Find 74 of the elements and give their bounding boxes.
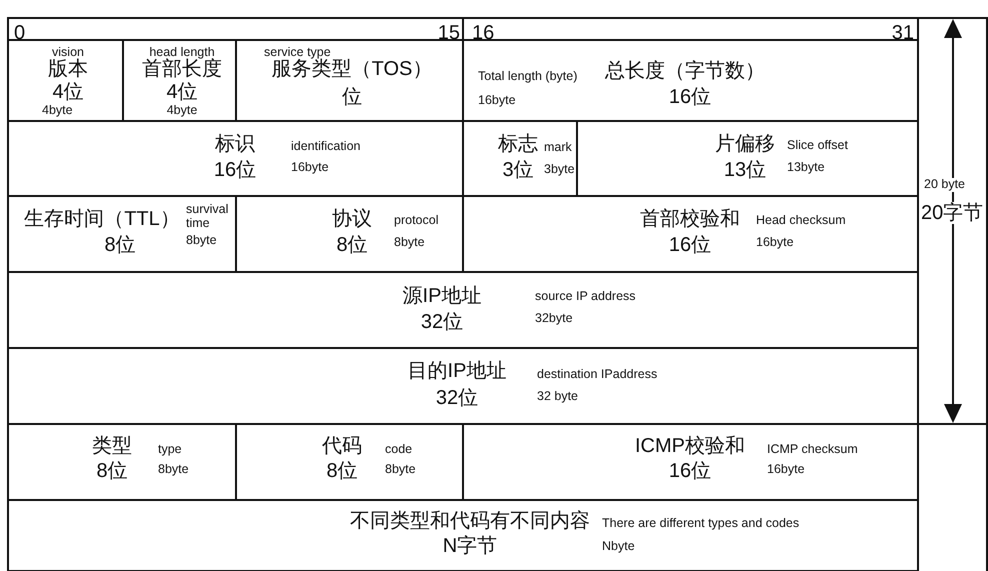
field-name: 协议 xyxy=(332,208,372,230)
field-name: 代码 xyxy=(322,435,362,457)
byte-count: 3byte xyxy=(544,163,575,177)
english-name: protocol xyxy=(394,214,438,228)
field-name: 版本 xyxy=(48,58,88,80)
header-cell xyxy=(7,17,464,41)
bit-count: 8位 xyxy=(96,460,128,482)
english-name: destination IPaddress xyxy=(537,368,658,382)
dimension-label: 20字节 xyxy=(921,202,984,224)
field-name: 标志 xyxy=(498,133,538,155)
bit-position: 31 xyxy=(892,22,914,44)
byte-count: 4byte xyxy=(166,104,198,118)
bit-count: 16位 xyxy=(668,234,712,256)
dimension-label: 20 byte xyxy=(924,178,966,192)
english-name: code xyxy=(385,443,412,457)
bit-count: 位 xyxy=(342,86,362,108)
byte-count: 8byte xyxy=(394,236,425,250)
field-name: 不同类型和代码有不同内容 xyxy=(350,510,590,532)
english-name: There are different types and codes xyxy=(602,517,800,531)
byte-count: 32 byte xyxy=(537,390,578,404)
byte-count: 16byte xyxy=(291,161,329,175)
english-name: source IP address xyxy=(535,290,636,304)
field-name: 首部校验和 xyxy=(640,208,740,230)
bit-count: 16位 xyxy=(668,86,712,108)
english-name: identification xyxy=(291,140,360,154)
english-name: mark xyxy=(544,141,572,155)
bit-position: 16 xyxy=(472,22,494,44)
english-name: Slice offset xyxy=(787,139,848,153)
byte-count: 4byte xyxy=(42,104,73,118)
field-name: ICMP校验和 xyxy=(635,435,745,457)
english-name: ICMP checksum xyxy=(767,443,858,457)
english-name: head length xyxy=(149,46,215,59)
english-name: Total length (byte) xyxy=(478,70,578,84)
bit-position: 15 xyxy=(438,22,460,44)
field-cell xyxy=(7,499,919,571)
english-name: service type xyxy=(264,46,331,59)
field-name: 源IP地址 xyxy=(402,285,482,307)
bit-count: 32位 xyxy=(436,387,478,409)
field-name: 总长度（字节数） xyxy=(605,60,765,82)
bit-count: 16位 xyxy=(668,460,712,482)
byte-count: 16byte xyxy=(478,94,516,108)
bit-count: 32位 xyxy=(420,311,464,333)
bit-count: 8位 xyxy=(326,460,358,482)
bit-position: 0 xyxy=(14,22,26,44)
field-name: 首部长度 xyxy=(142,58,222,80)
bit-count: 4位 xyxy=(166,81,198,103)
field-name: 服务类型（TOS） xyxy=(272,58,432,80)
field-cell xyxy=(7,271,919,349)
byte-count: 8byte xyxy=(186,234,217,248)
field-name: 生存时间（TTL） xyxy=(24,208,180,230)
field-name: 标识 xyxy=(215,133,255,155)
field-cell xyxy=(7,347,919,425)
bit-count: 4位 xyxy=(52,81,84,103)
english-name: vision xyxy=(52,46,84,59)
bit-count: 8位 xyxy=(336,234,368,256)
english-name: survival time xyxy=(186,203,230,230)
header-cell xyxy=(462,17,919,41)
byte-count: 8byte xyxy=(385,463,416,477)
bit-count: N字节 xyxy=(442,535,498,557)
byte-count: 16byte xyxy=(756,236,794,250)
english-name: Head checksum xyxy=(756,214,846,228)
byte-count: 13byte xyxy=(787,161,825,175)
byte-count: 32byte xyxy=(535,312,573,326)
bit-count: 16位 xyxy=(214,159,256,181)
field-name: 类型 xyxy=(92,435,132,457)
bit-count: 13位 xyxy=(724,159,766,181)
byte-count: Nbyte xyxy=(602,540,635,554)
bit-count: 8位 xyxy=(104,234,136,256)
byte-count: 8byte xyxy=(158,463,189,477)
byte-count: 16byte xyxy=(767,463,805,477)
field-name: 片偏移 xyxy=(715,133,775,155)
english-name: type xyxy=(158,443,182,457)
bit-count: 3位 xyxy=(502,159,534,181)
field-name: 目的IP地址 xyxy=(408,360,506,382)
